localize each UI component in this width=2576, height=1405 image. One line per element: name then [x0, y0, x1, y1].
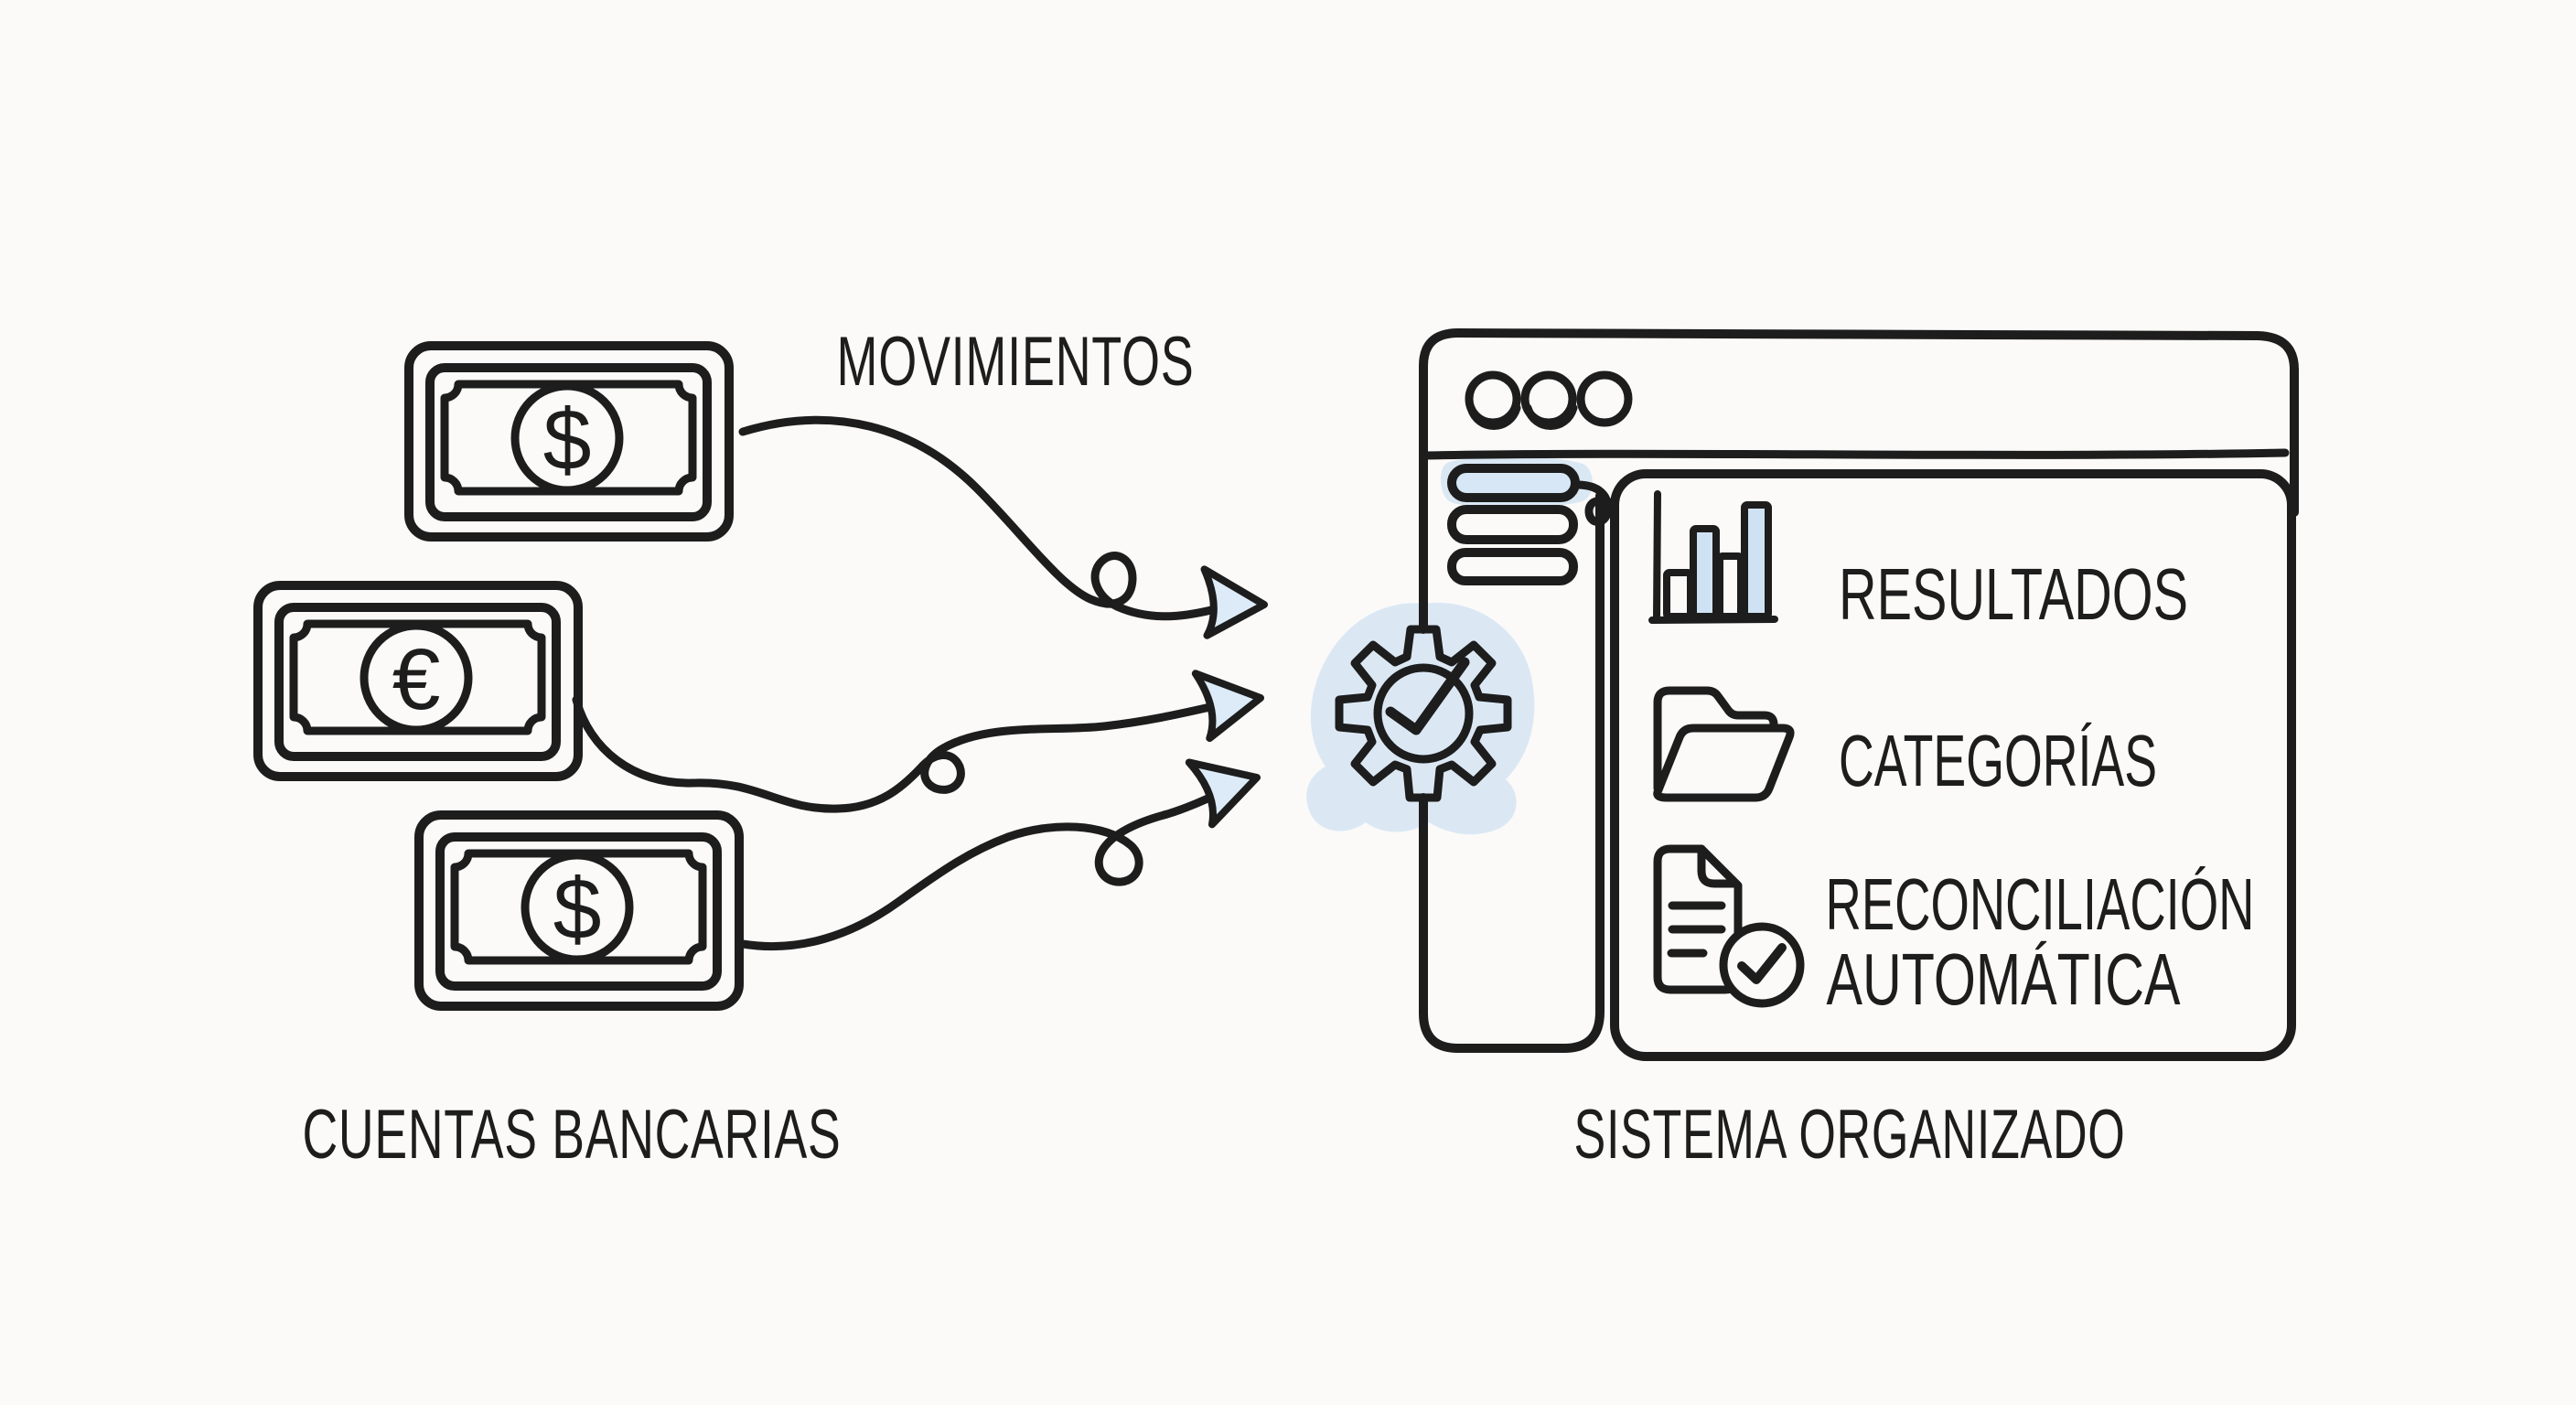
window-frame-top — [1419, 328, 2299, 634]
movement-arrows — [572, 415, 1266, 950]
sidebar-pill-active — [1447, 464, 1580, 502]
sidebar-pill — [1447, 505, 1578, 544]
menu-row-reconciliacion: RECONCILIACIÓN AUTOMÁTICA — [1653, 844, 2255, 1020]
sidebar-pill — [1447, 548, 1578, 585]
gear-checkmark — [1385, 657, 1470, 735]
titlebar-buttons — [1465, 370, 1633, 430]
bills-group: $ € $ — [258, 346, 739, 1006]
window-button-icon — [1576, 370, 1633, 427]
titlebar-divider — [1421, 448, 2290, 460]
menu-label-resultados: RESULTADOS — [1839, 553, 2188, 635]
dollar-symbol-bottom: $ — [553, 861, 602, 958]
system-window: RESULTADOS CATEGORÍAS RECONCILIACIÓN AUT… — [1335, 328, 2299, 1061]
menu-label-reconciliacion-line2: AUTOMÁTICA — [1827, 938, 2181, 1020]
pill-connector-loop — [1572, 480, 1619, 526]
caption-right: SISTEMA ORGANIZADO — [1574, 1096, 2126, 1174]
content-panel — [1610, 469, 2296, 1061]
caption-left: CUENTAS BANCARIAS — [303, 1096, 842, 1174]
menu-row-resultados: RESULTADOS — [1648, 490, 2188, 635]
menu-row-categorias: CATEGORÍAS — [1653, 686, 2157, 802]
euro-symbol: € — [392, 631, 441, 728]
folder-icon — [1653, 686, 1795, 802]
menu-label-categorias: CATEGORÍAS — [1839, 720, 2157, 801]
gear-inner-circle — [1373, 663, 1474, 764]
bar-chart-icon — [1648, 490, 1778, 624]
arrow-top — [738, 415, 1227, 621]
sidebar — [1447, 464, 1619, 585]
menu-label-reconciliacion-line1: RECONCILIACIÓN — [1826, 863, 2255, 945]
gear-check-icon — [1335, 625, 1512, 802]
dollar-symbol-top: $ — [543, 391, 592, 488]
arrow-bottom — [738, 786, 1230, 950]
window-frame-left-column — [1419, 491, 1605, 1053]
flow-label: MOVIMIENTOS — [837, 323, 1195, 401]
arrow-middle — [572, 695, 1223, 813]
gear-outline — [1335, 625, 1512, 802]
document-check-icon — [1653, 844, 1805, 1008]
button-loop-connector — [1466, 403, 1578, 430]
